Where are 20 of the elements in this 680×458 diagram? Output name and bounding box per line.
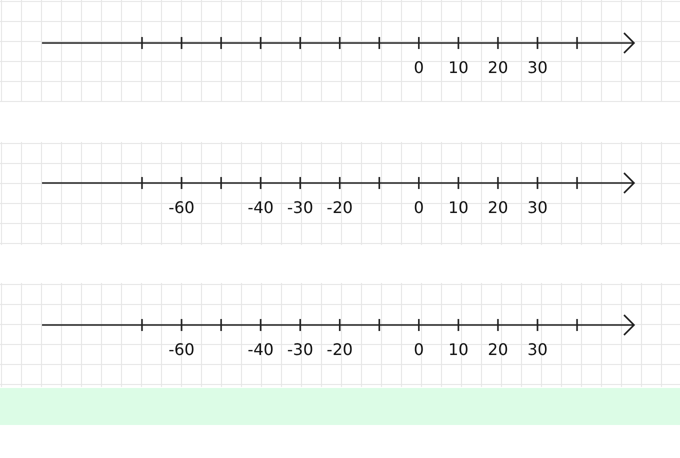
- tick-label: -40: [248, 199, 274, 217]
- tick-label: -60: [168, 199, 195, 217]
- tick-label: 20: [488, 341, 508, 359]
- tick-label: 20: [488, 199, 508, 217]
- tick-label: 20: [488, 59, 508, 77]
- tick-label: 0: [414, 341, 424, 359]
- tick-label: -20: [326, 199, 353, 217]
- tick-label: 30: [527, 59, 548, 77]
- tick-label: -20: [326, 341, 353, 359]
- tick-label: 0: [414, 59, 424, 77]
- tick-label: 30: [527, 199, 548, 217]
- tick-label: -30: [287, 341, 314, 359]
- tick-label: -60: [168, 341, 195, 359]
- tick-label: 0: [414, 199, 424, 217]
- tick-label: 10: [448, 341, 469, 359]
- tick-label: 10: [448, 199, 469, 217]
- tick-label: -30: [287, 199, 314, 217]
- tick-label: 30: [527, 341, 548, 359]
- tick-label: -40: [248, 341, 274, 359]
- tick-label: 10: [448, 59, 469, 77]
